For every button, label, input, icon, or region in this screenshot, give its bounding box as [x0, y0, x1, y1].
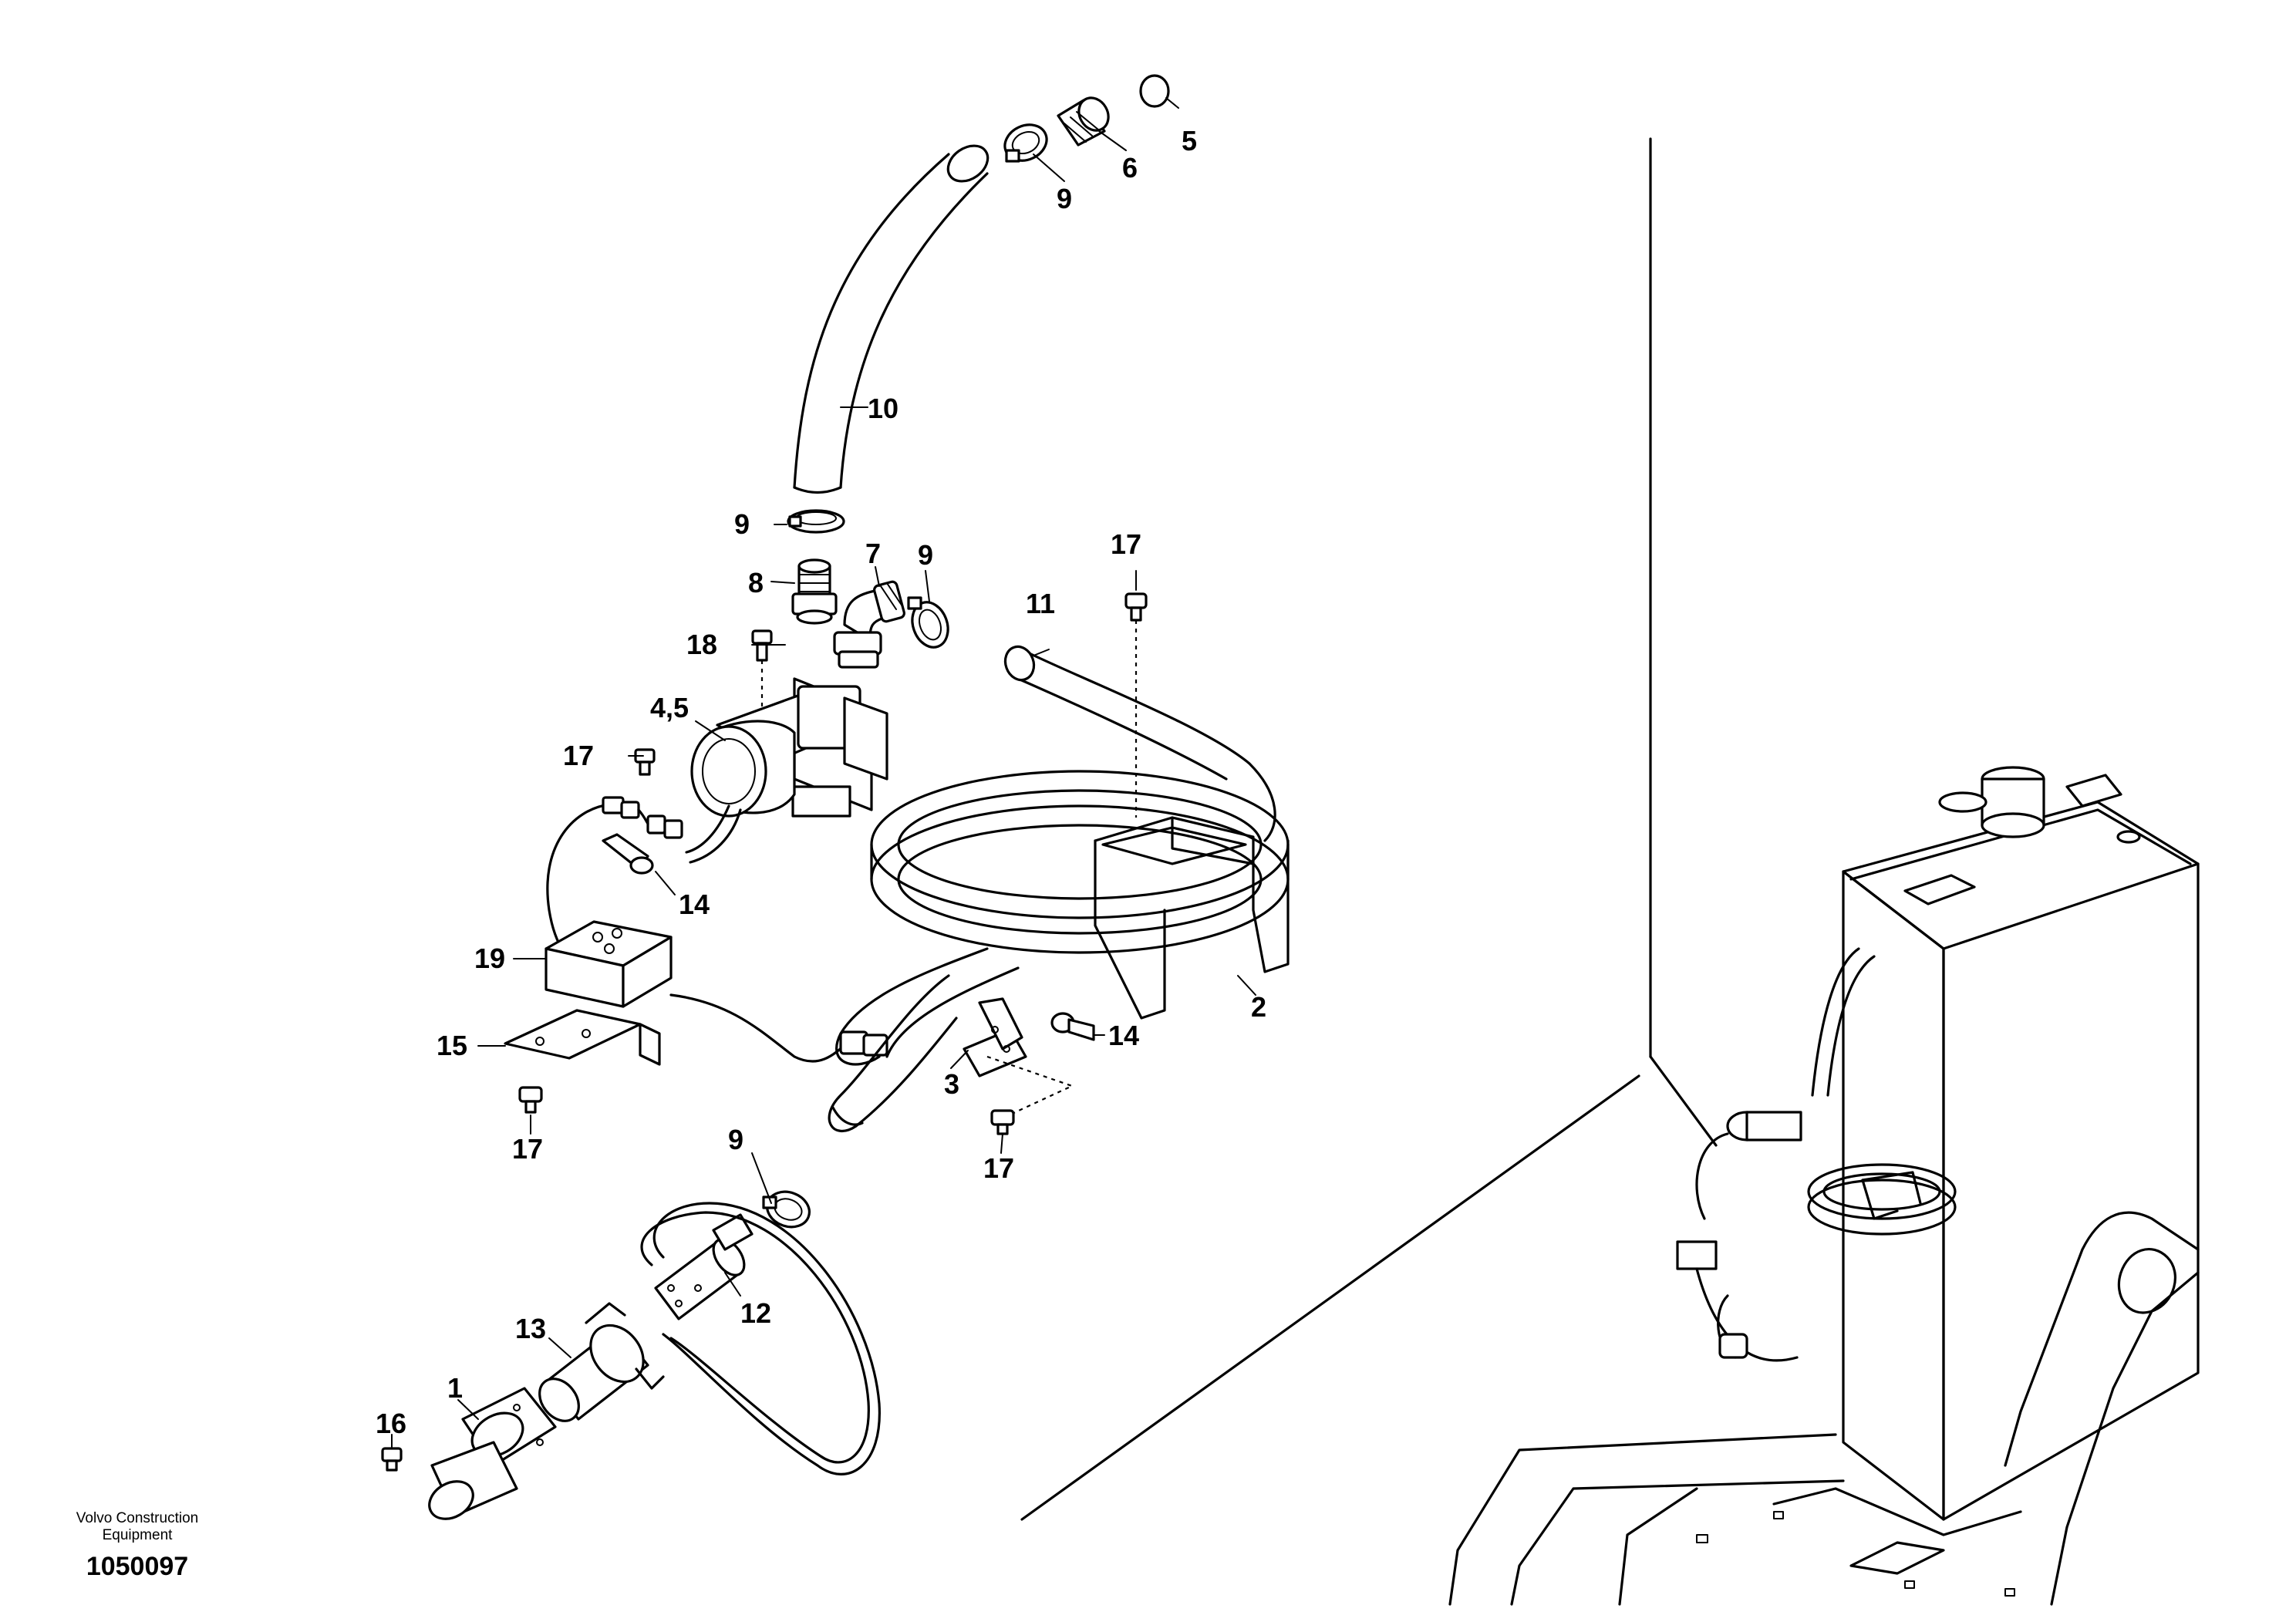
callout-4-5: 4,5	[650, 692, 689, 723]
hose-10	[793, 144, 990, 494]
callout-17: 17	[1111, 528, 1141, 560]
callout-9: 9	[734, 508, 750, 540]
bracket-part-15	[504, 1009, 661, 1066]
fill-nozzle-part-12	[654, 1213, 754, 1320]
callout-12: 12	[740, 1297, 771, 1329]
callout-1: 1	[447, 1372, 463, 1404]
bolt-part-17	[518, 1086, 543, 1114]
drawing-footer: Volvo Construction Equipment 1050097	[76, 1510, 198, 1581]
hose-clamp-part	[1003, 123, 1048, 163]
callout-11: 11	[1026, 588, 1055, 619]
callout-2: 2	[1251, 991, 1266, 1023]
nipple-part-8	[791, 558, 838, 625]
leader-lines	[391, 97, 1256, 1448]
callout-labels: 5 6 9 10 9 7 9 8 17 11 18 4,5 17 14 19 2…	[376, 125, 1266, 1439]
cable-lug-part	[1050, 1012, 1095, 1041]
hose-nipple-part	[1057, 96, 1110, 147]
hose-clamp-part	[762, 1190, 811, 1229]
hose-clamp-part	[907, 596, 949, 649]
cable-connector	[839, 1030, 888, 1057]
bolt-part-18	[751, 629, 773, 721]
machine-detail-view	[1448, 766, 2200, 1606]
callout-18: 18	[686, 629, 717, 660]
callout-9: 9	[728, 1124, 743, 1155]
cable-lug-part	[602, 833, 654, 875]
brand-line-2: Equipment	[103, 1527, 174, 1543]
hose-11-coil	[828, 645, 1290, 1132]
filler-cap-part-13	[538, 1302, 665, 1422]
hose-bracket-part-2	[1094, 816, 1290, 1020]
callout-6: 6	[1122, 152, 1138, 184]
callout-3: 3	[944, 1068, 959, 1100]
callout-14: 14	[1108, 1020, 1139, 1051]
callout-9: 9	[1057, 183, 1072, 214]
callout-8: 8	[748, 567, 764, 599]
elbow-part-7	[833, 580, 905, 669]
detail-view-separator	[1020, 137, 1718, 1521]
callout-13: 13	[515, 1313, 546, 1344]
callout-5: 5	[1182, 125, 1197, 157]
callout-7: 7	[865, 538, 881, 569]
callout-9: 9	[918, 539, 933, 571]
brand-line-1: Volvo Construction	[76, 1510, 198, 1526]
callout-17: 17	[512, 1133, 543, 1165]
callout-15: 15	[437, 1030, 467, 1061]
control-box-part-19	[544, 920, 673, 1008]
callout-17: 17	[983, 1152, 1014, 1184]
callout-14: 14	[679, 889, 710, 920]
flange-part-1	[428, 1387, 557, 1520]
callout-10: 10	[868, 393, 899, 424]
bracket-part-3	[963, 997, 1074, 1115]
callout-17: 17	[563, 740, 594, 771]
bolt-part-16	[381, 1447, 403, 1472]
drawing-id: 1050097	[86, 1552, 188, 1581]
o-ring-part	[1139, 74, 1170, 108]
bolt-part-17	[1124, 592, 1148, 818]
callout-16: 16	[376, 1408, 406, 1439]
callout-19: 19	[474, 943, 505, 974]
bolt-part-17	[990, 1109, 1015, 1135]
cable-loop	[640, 1202, 881, 1475]
hose-clamp-part	[787, 509, 845, 534]
pump-motor-part	[685, 677, 888, 864]
bolt-part-17	[634, 748, 656, 776]
